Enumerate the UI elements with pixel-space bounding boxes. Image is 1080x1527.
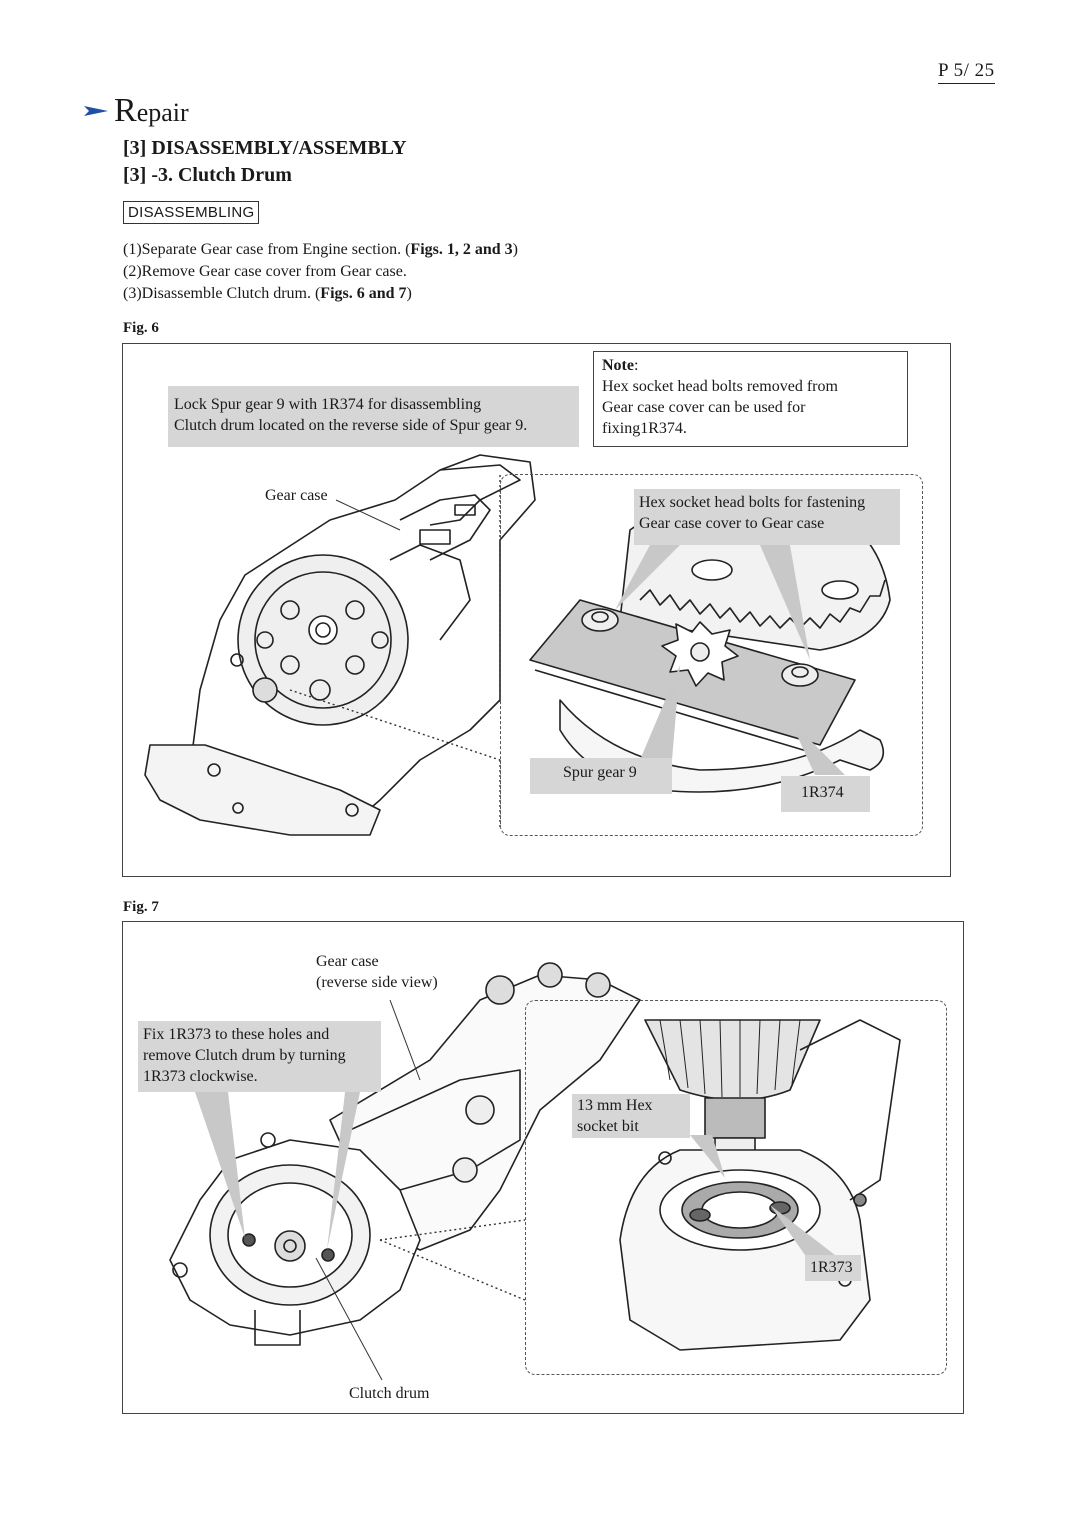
- fig6-frame: [122, 343, 951, 877]
- spur-gear-label: Spur gear 9: [530, 758, 672, 794]
- hex-bolts-callout: Hex socket head bolts for fastening Gear…: [634, 489, 900, 545]
- fig7-frame: [122, 921, 964, 1414]
- tool-1r373-label: 1R373: [805, 1255, 861, 1281]
- right-arrow-icon: [84, 106, 108, 116]
- tool-1r374-label: 1R374: [781, 776, 870, 812]
- repair-title: Repair: [114, 92, 189, 129]
- fig6-label: Fig. 6: [123, 320, 159, 336]
- clutch-drum-label: Clutch drum: [349, 1385, 430, 1402]
- step-item: (2)Remove Gear case cover from Gear case…: [123, 263, 407, 280]
- gear-case-line: (reverse side view): [316, 974, 438, 991]
- step-item: (1)Separate Gear case from Engine sectio…: [123, 241, 518, 258]
- gear-case-label: Gear case: [265, 487, 328, 504]
- disassembling-tag: DISASSEMBLING: [123, 201, 260, 224]
- note-line: fixing1R374.: [602, 420, 687, 437]
- step-item: (3)Disassemble Clutch drum. (Figs. 6 and…: [123, 285, 412, 302]
- lock-callout-line: Clutch drum located on the reverse side …: [174, 417, 528, 434]
- hex-callout-line: Gear case cover to Gear case: [639, 515, 825, 532]
- step-list: (1)Separate Gear case from Engine sectio…: [123, 239, 518, 305]
- fig7-detail-frame: [525, 1000, 947, 1375]
- note-line: Hex socket head bolts removed from: [602, 378, 838, 395]
- note-line: Gear case cover can be used for: [602, 399, 806, 416]
- page-number: P 5/ 25: [938, 60, 995, 84]
- gear-case-reverse-label: Gear case (reverse side view): [316, 951, 438, 993]
- fig6-detail-frame: [500, 474, 923, 836]
- repair-heading: Repair: [84, 92, 189, 130]
- gear-case-line: Gear case: [316, 953, 379, 970]
- section-title: [3] DISASSEMBLY/ASSEMBLY: [123, 137, 407, 159]
- fix-1r373-callout: Fix 1R373 to these holes and remove Clut…: [138, 1021, 381, 1092]
- subsection-title: [3] -3. Clutch Drum: [123, 164, 292, 186]
- lock-spur-gear-callout: Lock Spur gear 9 with 1R374 for disassem…: [168, 386, 579, 447]
- hex-socket-bit-callout: 13 mm Hex socket bit: [572, 1094, 690, 1138]
- note-title: Note:: [602, 357, 639, 374]
- fix-callout-line: remove Clutch drum by turning: [143, 1047, 346, 1064]
- hex-bit-line: socket bit: [577, 1118, 639, 1135]
- fig7-label: Fig. 7: [123, 899, 159, 915]
- fix-callout-line: Fix 1R373 to these holes and: [143, 1026, 330, 1043]
- hex-callout-line: Hex socket head bolts for fastening: [639, 494, 866, 511]
- lock-callout-line: Lock Spur gear 9 with 1R374 for disassem…: [174, 396, 482, 413]
- hex-bit-line: 13 mm Hex: [577, 1097, 653, 1114]
- note-box: Note: Hex socket head bolts removed from…: [593, 351, 908, 447]
- fix-callout-line: 1R373 clockwise.: [143, 1068, 258, 1085]
